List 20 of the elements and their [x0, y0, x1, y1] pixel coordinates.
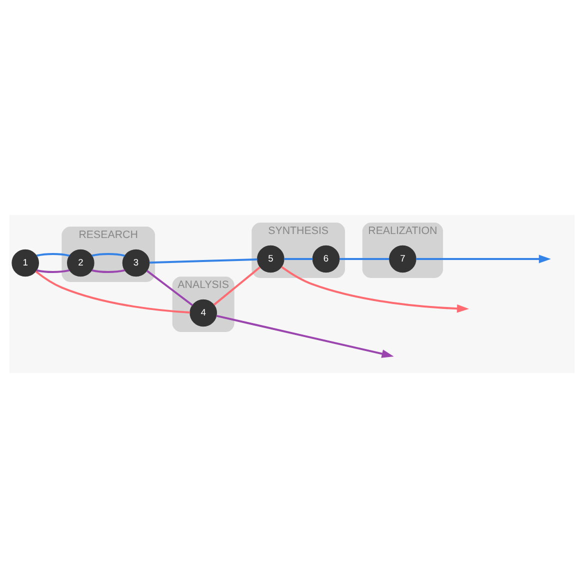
- connector: [339, 258, 390, 260]
- connector: [92, 269, 125, 273]
- connector: [284, 258, 313, 260]
- node-circle: 5: [257, 245, 284, 273]
- connector: [35, 270, 190, 314]
- node-circle: 3: [122, 249, 150, 277]
- arrow: [281, 266, 469, 313]
- arrow: [216, 314, 394, 358]
- node-circle: 2: [67, 249, 94, 277]
- node-circle: 4: [190, 299, 217, 327]
- connector: [36, 269, 70, 273]
- connector: [92, 253, 125, 257]
- connector: [36, 253, 70, 257]
- connector: [146, 270, 194, 306]
- node-circle: 6: [312, 245, 340, 273]
- connector: [149, 258, 258, 264]
- connector: [213, 266, 261, 306]
- node-circle: 7: [389, 245, 416, 273]
- arrow: [416, 254, 551, 264]
- node-circle: 1: [12, 249, 39, 277]
